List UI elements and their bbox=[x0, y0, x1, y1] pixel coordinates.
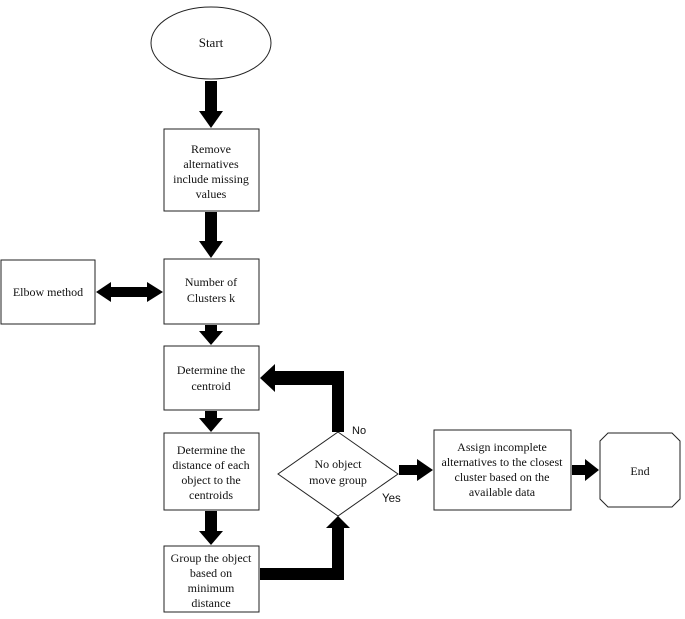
remove-missing-box bbox=[163, 128, 260, 212]
arrow-decision-yes-to-assign bbox=[399, 459, 433, 481]
remove-missing-node: Remove alternatives include missing valu… bbox=[163, 128, 260, 212]
group-object-line-3: minimum bbox=[188, 581, 235, 595]
group-object-line-2: based on bbox=[190, 566, 232, 580]
arrow-start-to-remove bbox=[199, 81, 223, 128]
end-box bbox=[599, 432, 681, 508]
assign-incomplete-box bbox=[433, 429, 572, 511]
elbow-method-node: Elbow method bbox=[0, 259, 96, 325]
group-object-line-1: Group the object bbox=[171, 551, 252, 565]
assign-incomplete-line-2: alternatives to the closest bbox=[442, 455, 564, 469]
decision-line-2: move group bbox=[309, 473, 367, 487]
assign-incomplete-line-3: cluster based on the bbox=[455, 470, 550, 484]
determine-distance-line-4: centroids bbox=[189, 488, 233, 502]
end-label: End bbox=[630, 464, 649, 478]
remove-missing-line-1: Remove bbox=[191, 142, 231, 156]
arrow-assign-to-end bbox=[572, 459, 599, 481]
arrow-remove-to-clusters bbox=[199, 212, 223, 258]
elbow-method-box bbox=[0, 259, 96, 325]
start-node: Start bbox=[150, 6, 272, 80]
arrow-elbow-clusters-bidirectional bbox=[96, 282, 163, 302]
determine-distance-node: Determine the distance of each object to… bbox=[163, 432, 260, 511]
start-ellipse bbox=[150, 6, 272, 80]
number-of-clusters-line-1: Number of bbox=[185, 275, 237, 289]
decision-node: No object move group bbox=[277, 431, 399, 517]
number-of-clusters-box bbox=[163, 258, 260, 325]
remove-missing-line-4: values bbox=[196, 187, 227, 201]
number-of-clusters-line-2: Clusters k bbox=[187, 291, 235, 305]
elbow-method-label: Elbow method bbox=[13, 285, 83, 299]
determine-distance-line-1: Determine the bbox=[177, 443, 245, 457]
group-object-node: Group the object based on minimum distan… bbox=[163, 545, 260, 613]
arrow-decision-no-to-centroid bbox=[260, 364, 344, 432]
arrow-distance-to-group bbox=[199, 511, 223, 545]
remove-missing-line-3: include missing bbox=[173, 172, 249, 186]
edge-label-yes: Yes bbox=[382, 493, 401, 505]
remove-missing-line-2: alternatives bbox=[183, 157, 239, 171]
determine-centroid-line-1: Determine the bbox=[177, 363, 245, 377]
arrow-centroid-to-distance bbox=[199, 411, 223, 432]
determine-centroid-box bbox=[163, 345, 260, 411]
determine-distance-line-2: distance of each bbox=[172, 458, 249, 472]
assign-incomplete-line-4: available data bbox=[469, 485, 536, 499]
determine-distance-line-3: object to the bbox=[181, 473, 240, 487]
determine-distance-box bbox=[163, 432, 260, 511]
group-object-line-4: distance bbox=[191, 596, 230, 610]
edge-label-no: No bbox=[352, 425, 366, 437]
determine-centroid-line-2: centroid bbox=[191, 379, 230, 393]
end-node: End bbox=[599, 432, 681, 508]
determine-centroid-node: Determine the centroid bbox=[163, 345, 260, 411]
group-object-box bbox=[163, 545, 260, 613]
assign-incomplete-node: Assign incomplete alternatives to the cl… bbox=[433, 429, 572, 511]
arrow-group-to-decision bbox=[260, 516, 350, 580]
decision-line-1: No object bbox=[315, 457, 363, 471]
arrow-clusters-to-centroid bbox=[199, 325, 223, 345]
start-label: Start bbox=[199, 35, 224, 50]
assign-incomplete-line-1: Assign incomplete bbox=[457, 440, 547, 454]
number-of-clusters-node: Number of Clusters k bbox=[163, 258, 260, 325]
